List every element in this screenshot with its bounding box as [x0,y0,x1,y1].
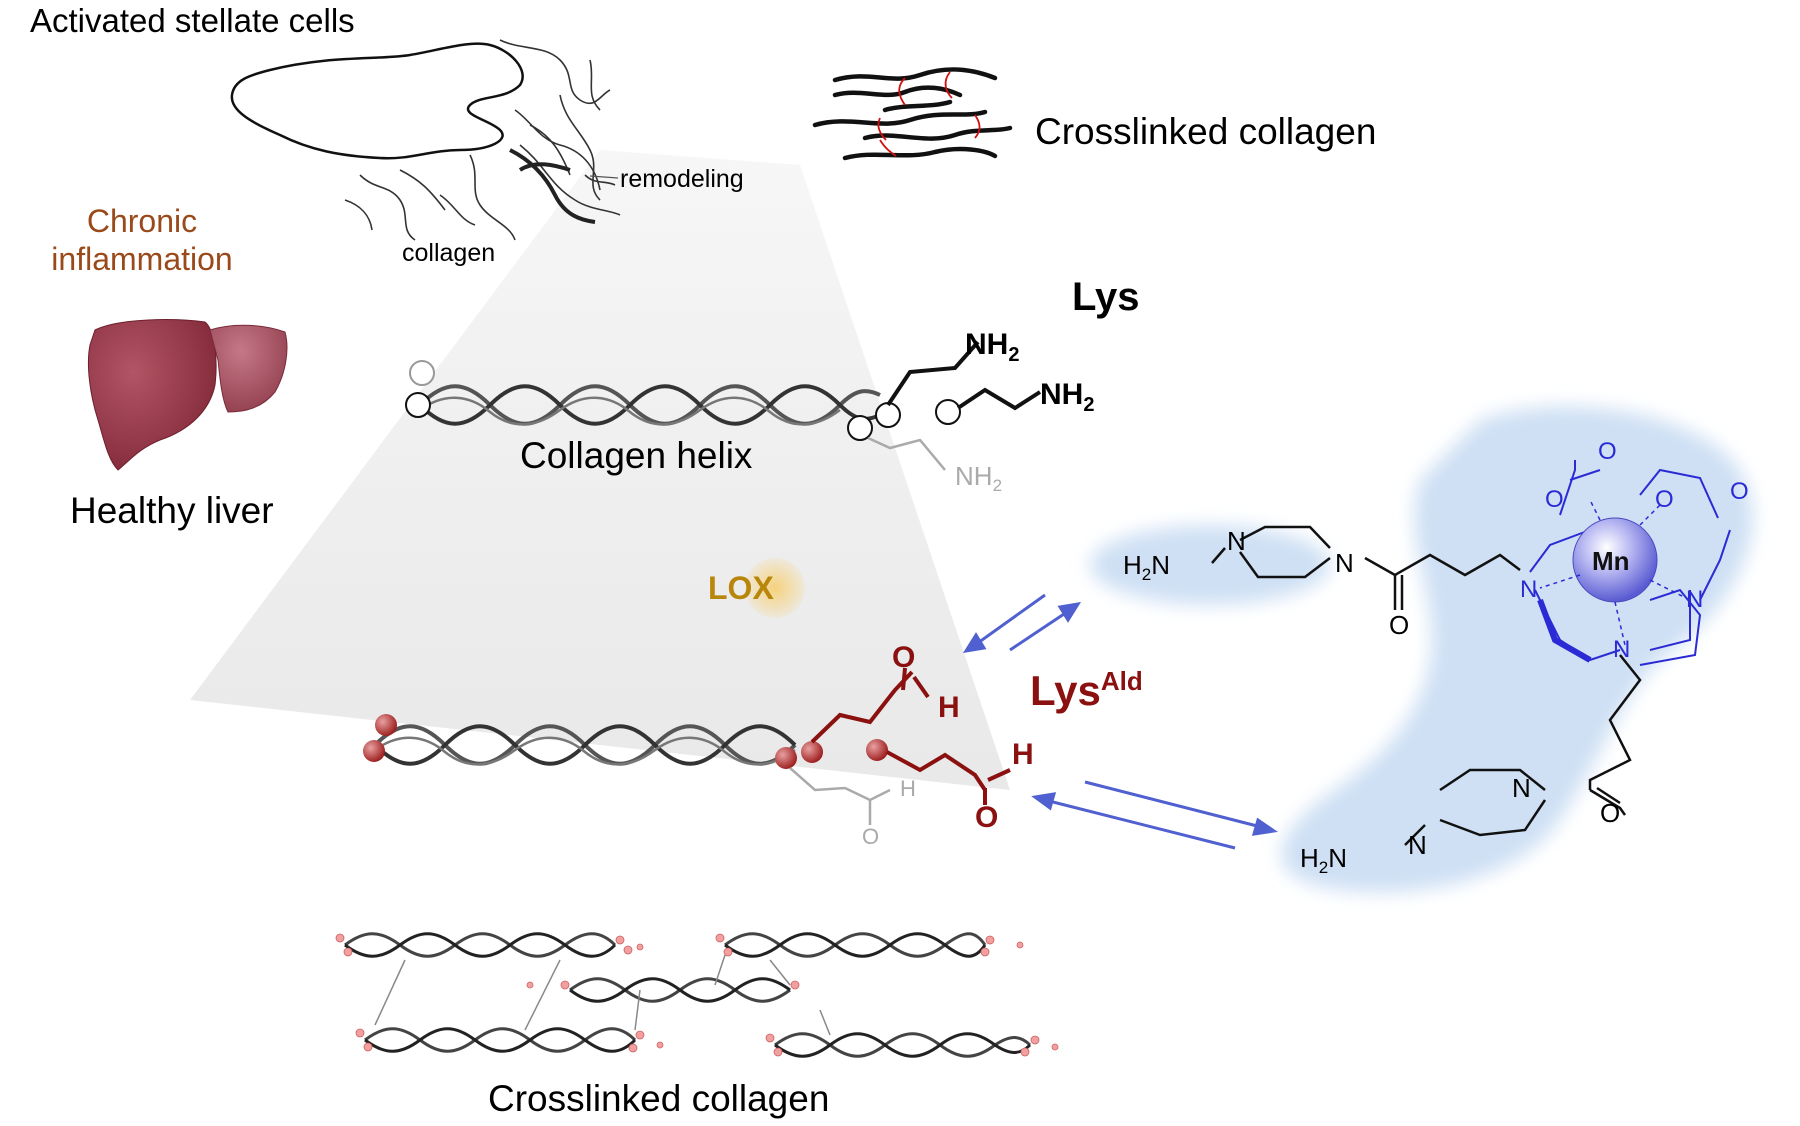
lys-side-chain [886,340,980,407]
aldehyde-bead [363,740,385,762]
amine-label-faded: NH2 [955,463,1002,494]
mn-label: Mn [1592,546,1630,576]
zoom-cone [190,150,1010,790]
mn-coordination-dashes [1539,499,1691,646]
aldehyde-h-upper: H [938,691,960,724]
aldehyde-bead [375,714,397,736]
liver-illustration [87,319,288,471]
chronic-inflammation-line2: inflammation [51,241,233,278]
chronic-inflammation-line1: Chronic [86,203,198,239]
aldehyde-o-faded: O [862,824,880,849]
collagen-label: collagen [402,239,496,267]
amine-subscript: 2 [1008,344,1020,366]
amine-subscript: 2 [992,476,1003,496]
lys-site-circle [935,399,961,425]
lys-site-circle [847,415,873,441]
probe-n-macro1: N [1520,576,1538,603]
crosslinked-collagen-bottom-label: Crosslinked collagen [488,1078,830,1119]
lys-side-chain [956,387,1042,411]
amine-text: NH [965,328,1009,361]
lys-label: Lys [1072,275,1140,319]
aldehyde-bead [866,739,888,761]
helix-end-circle [405,392,431,418]
probe-n-piperazine1b: N [1335,548,1354,578]
probe-n-piperazine1a: N [1227,526,1246,556]
remodeling-label: remodeling [620,165,744,193]
collagen-helix-label: Collagen helix [520,435,753,476]
probe-o-carboxyl2: O [1545,486,1564,513]
probe-n-piperazine2b: N [1408,830,1427,860]
h2n-prefix: H [1300,843,1319,873]
lys-side-chain-faded [867,436,946,471]
probe-n-piperazine2a: N [1512,773,1531,803]
crosslinked-collagen-top-icon [812,67,1013,161]
equilibrium-arrows-lower [1031,780,1278,850]
h2n-suffix: N [1328,843,1348,873]
lox-glow [745,558,805,618]
lys-site-circle [875,402,901,428]
carbonyl-bond [912,675,930,699]
lys-ald-base: Lys [1030,667,1101,714]
probe-o-carboxyl1: O [1598,438,1617,465]
probe-bonds-black [1211,525,1642,846]
carbonyl-bond [987,768,1011,782]
probe-h2n-lower: H2N [1300,845,1347,876]
lys-ald-superscript: Ald [1100,666,1143,696]
cell-collagen-fibers [344,39,621,241]
h2n-prefix: H [1123,550,1142,580]
aldehyde-side-chain [886,750,987,792]
amine-label-lower: NH2 [1040,378,1095,416]
activated-stellate-cells-label: Activated stellate cells [30,2,355,39]
aldehyde-bead [775,747,797,769]
h2n-suffix: N [1151,550,1171,580]
healthy-liver-label: Healthy liver [70,490,274,531]
probe-h2n-upper: H2N [1123,552,1170,583]
collagen-helix-lys [418,384,881,426]
amine-text: NH [1040,378,1084,411]
aldehyde-h-lower: H [1012,738,1034,771]
probe-n-macro2: N [1686,586,1704,613]
aldehyde-side-chain [810,670,914,744]
probe-o-amide1: O [1389,610,1410,640]
crosslinked-collagen-network [335,932,1059,1058]
chronic-inflammation-label: Chronic inflammation [22,202,262,279]
aldehyde-h-faded: H [900,776,916,801]
probe-wedge-bond [1537,598,1592,663]
crosslinked-collagen-top-label: Crosslinked collagen [1035,111,1377,152]
amine-label-upper: NH2 [965,328,1020,366]
aldehyde-bead [801,741,823,763]
remodeling-pointer [589,175,619,179]
amine-text: NH [955,461,993,491]
aldehyde-o-lower: O [975,801,999,834]
h2n-subscript: 2 [1141,565,1152,585]
probe-n-macro3: N [1613,636,1631,663]
helix-end-circle [409,360,435,386]
lys-ald-label: LysAld [1030,668,1143,712]
aldehyde-side-chain-faded [789,767,891,802]
probe-bonds-blue [1529,460,1731,666]
equilibrium-arrows-upper [962,593,1082,654]
lox-label: LOX [708,570,774,606]
amine-subscript: 2 [1083,394,1095,416]
collagen-helix-aldehyde [373,724,797,766]
h2n-subscript: 2 [1318,858,1329,878]
carbonyl-bond [901,667,907,691]
cell-collagen-thick [509,148,596,224]
probe-o-carboxyl3: O [1655,486,1674,513]
aldehyde-o-upper: O [892,641,916,674]
probe-o-carboxyl4: O [1730,478,1749,505]
probe-o-amide2: O [1600,798,1621,828]
stellate-cell-outline [230,42,524,160]
